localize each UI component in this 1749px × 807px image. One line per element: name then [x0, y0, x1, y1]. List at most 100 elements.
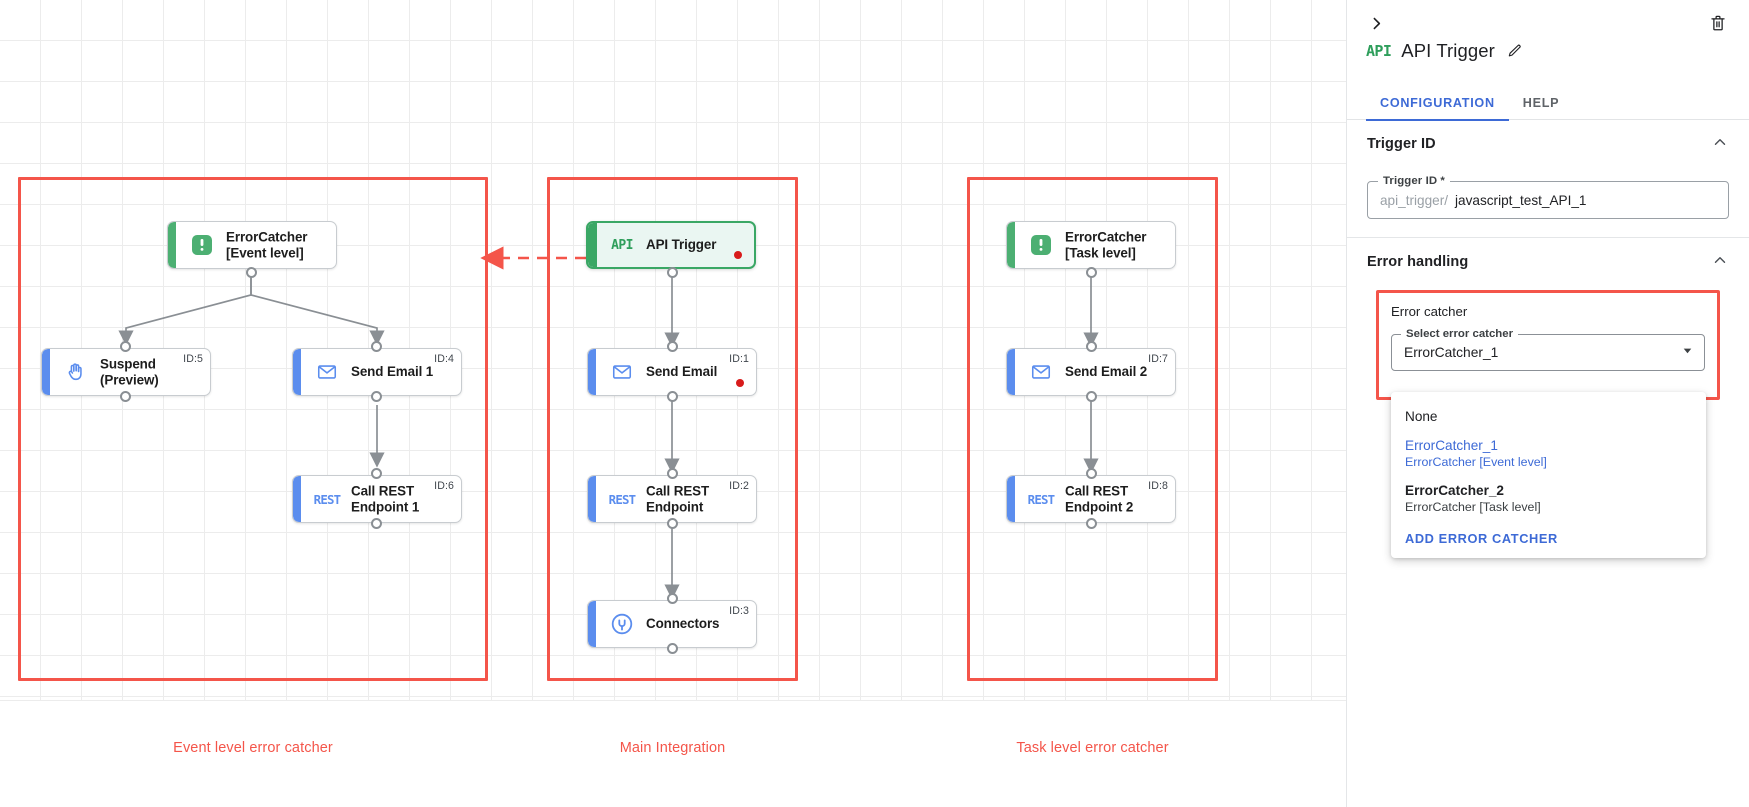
node-accent-bar: [1007, 222, 1015, 268]
port-out-send-email-2[interactable]: [1086, 391, 1097, 402]
port-in-send-email-2[interactable]: [1086, 341, 1097, 352]
panel-header: API API Trigger: [1347, 0, 1749, 85]
node-accent-bar: [293, 476, 301, 522]
port-in-call-rest-1[interactable]: [371, 468, 382, 479]
port-out-call-rest-2[interactable]: [1086, 518, 1097, 529]
port-in-send-email[interactable]: [667, 341, 678, 352]
error-handling-section: Error handling Error catcher Select erro…: [1347, 238, 1749, 558]
error-catcher-select-legend: Select error catcher: [1401, 328, 1519, 340]
port-out-send-email[interactable]: [667, 391, 678, 402]
port-out-connectors[interactable]: [667, 643, 678, 654]
node-errorcatcher-event[interactable]: ErrorCatcher [Event level]: [167, 221, 337, 269]
port-in-call-rest[interactable]: [667, 468, 678, 479]
chevron-up-icon[interactable]: [1711, 133, 1729, 156]
group-box-task-level: [967, 177, 1218, 681]
menu-item-subtitle: ErrorCatcher [Task level]: [1405, 500, 1541, 514]
group-box-event-level: [18, 177, 488, 681]
envelope-icon: [313, 358, 341, 386]
node-accent-bar: [588, 223, 597, 267]
group-label-task-level-2: Task level error catcher: [1016, 740, 1169, 756]
add-error-catcher-button[interactable]: ADD ERROR CATCHER: [1405, 531, 1558, 546]
port-in-send-email-1[interactable]: [371, 341, 382, 352]
error-catcher-select[interactable]: Select error catcher ErrorCatcher_1: [1391, 328, 1705, 371]
error-catcher-selected-value: ErrorCatcher_1: [1404, 345, 1499, 360]
menu-item-subtitle: ErrorCatcher [Event level]: [1405, 455, 1547, 469]
port-out-api-trigger[interactable]: [667, 267, 678, 278]
panel-tabs: CONFIGURATION HELP: [1347, 85, 1749, 121]
canvas-bottom-area: [0, 700, 1346, 807]
port-out-suspend-preview[interactable]: [120, 391, 131, 402]
node-id-tag: ID:3: [729, 605, 749, 617]
error-indicator-dot: [736, 379, 744, 387]
node-label: Send Email 1: [351, 364, 434, 380]
menu-item-errorcatcher-2[interactable]: ErrorCatcher_2 ErrorCatcher [Task level]: [1391, 476, 1706, 521]
menu-item-title: ErrorCatcher_2: [1405, 483, 1504, 498]
group-box-main-integration: [547, 177, 798, 681]
edit-icon[interactable]: [1505, 41, 1525, 61]
port-out-errorcatcher-task[interactable]: [1086, 267, 1097, 278]
error-handling-heading: Error handling: [1367, 254, 1469, 270]
node-accent-bar: [1007, 349, 1015, 395]
node-accent-bar: [42, 349, 50, 395]
port-in-connectors[interactable]: [667, 593, 678, 604]
node-label: Suspend (Preview): [100, 356, 159, 387]
panel-title-row: API API Trigger: [1366, 40, 1525, 62]
node-id-tag: ID:6: [434, 480, 454, 492]
trigger-id-section: Trigger ID Trigger ID * api_trigger/ jav…: [1347, 120, 1749, 237]
node-label: Send Email 2: [1065, 364, 1148, 380]
error-catcher-dropdown-menu[interactable]: None ErrorCatcher_1 ErrorCatcher [Event …: [1391, 392, 1706, 558]
node-call-rest-2[interactable]: REST Call REST Endpoint 2 ID:8: [1006, 475, 1176, 523]
trigger-id-value[interactable]: javascript_test_API_1: [1455, 192, 1587, 208]
page-title: API Trigger: [1401, 40, 1495, 61]
error-catcher-caption: Error catcher: [1391, 304, 1468, 319]
delete-icon[interactable]: [1705, 10, 1731, 36]
node-label: Call REST Endpoint 2: [1065, 483, 1134, 514]
node-connectors[interactable]: Connectors ID:3: [587, 600, 757, 648]
port-in-suspend-preview[interactable]: [120, 341, 131, 352]
node-send-email[interactable]: Send Email ID:1: [587, 348, 757, 396]
tab-configuration[interactable]: CONFIGURATION: [1366, 85, 1509, 121]
port-out-send-email-1[interactable]: [371, 391, 382, 402]
node-id-tag: ID:5: [183, 353, 203, 365]
node-id-tag: ID:8: [1148, 480, 1168, 492]
error-catcher-icon: [188, 231, 216, 259]
node-accent-bar: [293, 349, 301, 395]
node-accent-bar: [168, 222, 176, 268]
node-api-trigger[interactable]: API API Trigger: [586, 221, 756, 269]
port-out-errorcatcher-event[interactable]: [246, 267, 257, 278]
envelope-icon: [608, 358, 636, 386]
error-handling-section-header[interactable]: Error handling: [1367, 238, 1729, 286]
tab-help[interactable]: HELP: [1522, 95, 1560, 110]
menu-item-none[interactable]: None: [1391, 402, 1706, 431]
node-accent-bar: [588, 349, 596, 395]
node-id-tag: ID:1: [729, 353, 749, 365]
rest-icon: REST: [313, 491, 341, 507]
node-call-rest-1[interactable]: REST Call REST Endpoint 1 ID:6: [292, 475, 462, 523]
node-accent-bar: [1007, 476, 1015, 522]
port-in-call-rest-2[interactable]: [1086, 468, 1097, 479]
node-call-rest[interactable]: REST Call REST Endpoint ID:2: [587, 475, 757, 523]
trigger-id-heading: Trigger ID: [1367, 136, 1436, 152]
menu-item-errorcatcher-1[interactable]: ErrorCatcher_1 ErrorCatcher [Event level…: [1391, 431, 1706, 476]
chevron-up-icon[interactable]: [1711, 251, 1729, 274]
collapse-panel-icon[interactable]: [1363, 10, 1389, 36]
trigger-id-prefix: api_trigger/: [1380, 192, 1449, 208]
node-label: Call REST Endpoint 1: [351, 483, 420, 514]
trigger-id-section-header[interactable]: Trigger ID: [1367, 120, 1729, 168]
node-suspend-preview[interactable]: Suspend (Preview) ID:5: [41, 348, 211, 396]
rest-icon: REST: [1027, 491, 1055, 507]
port-out-call-rest[interactable]: [667, 518, 678, 529]
node-errorcatcher-task[interactable]: ErrorCatcher [Task level]: [1006, 221, 1176, 269]
node-label: API Trigger: [646, 237, 717, 253]
api-icon: API: [1366, 42, 1392, 60]
error-catcher-card: Error catcher Select error catcher Error…: [1376, 290, 1720, 558]
node-send-email-1[interactable]: Send Email 1 ID:4: [292, 348, 462, 396]
node-accent-bar: [588, 601, 596, 647]
node-send-email-2[interactable]: Send Email 2 ID:7: [1006, 348, 1176, 396]
chevron-down-icon[interactable]: [1681, 344, 1694, 362]
node-id-tag: ID:2: [729, 480, 749, 492]
port-out-call-rest-1[interactable]: [371, 518, 382, 529]
workflow-canvas[interactable]: Event level error catcher Main Integrati…: [0, 0, 1346, 807]
group-label-main-integration-2: Main Integration: [619, 740, 726, 756]
trigger-id-field[interactable]: Trigger ID * api_trigger/ javascript_tes…: [1367, 175, 1729, 219]
